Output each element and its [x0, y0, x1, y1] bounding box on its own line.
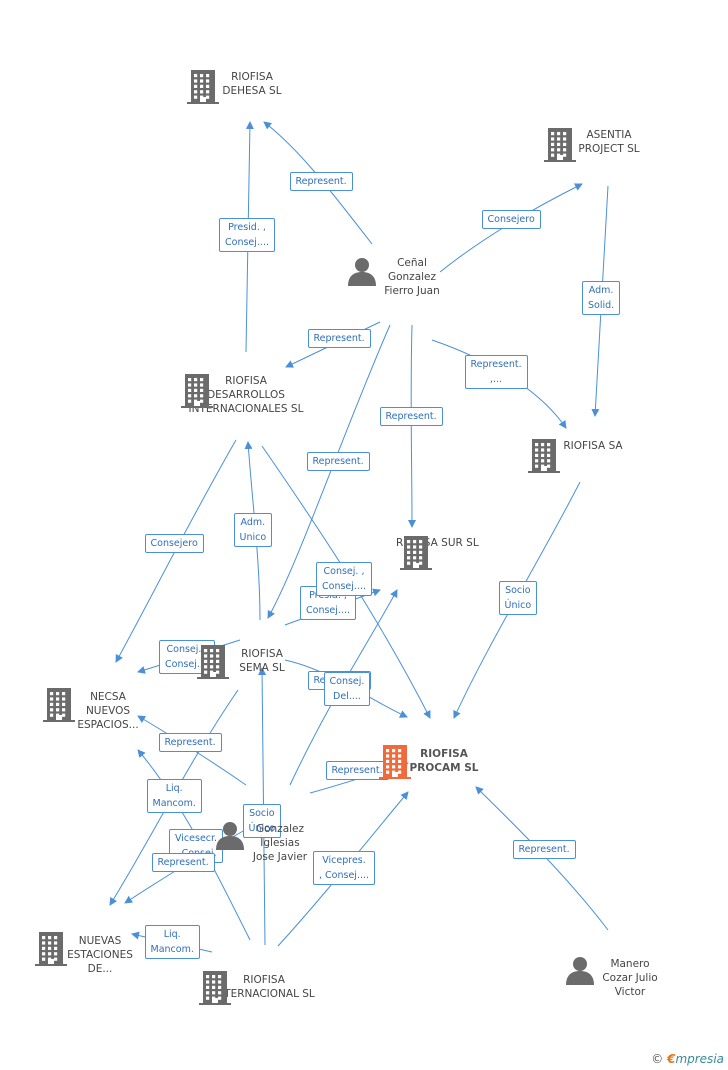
- edge-label[interactable]: Represent.: [289, 171, 353, 191]
- node-necsa[interactable]: NECSA NUEVOS ESPACIOS...: [43, 688, 173, 732]
- node-manero[interactable]: Manero Cozar Julio Victor: [565, 955, 695, 999]
- node-label[interactable]: Gonzalez Iglesias Jose Javier: [252, 823, 308, 863]
- edge-label[interactable]: Socio Único: [242, 804, 282, 838]
- node-label[interactable]: RIOFISA DEHESA SL: [222, 71, 282, 97]
- edge-label[interactable]: Consejero: [144, 533, 204, 553]
- edge-label[interactable]: Liq. Mancom.: [146, 779, 202, 813]
- edge-label[interactable]: Liq. Mancom.: [144, 925, 200, 959]
- edge-line: [475, 786, 609, 931]
- node-sur[interactable]: RIOFISA SUR SL: [396, 536, 479, 570]
- edge-label[interactable]: Adm. Unico: [233, 513, 273, 547]
- edge-label[interactable]: Represent.: [306, 451, 370, 471]
- node-nuevas[interactable]: NUEVAS ESTACIONES DE...: [35, 932, 165, 976]
- edge-label[interactable]: Vicepres. , Consej....: [313, 851, 376, 885]
- edge-label[interactable]: Adm. Solid.: [582, 281, 621, 315]
- node-label[interactable]: NUEVAS ESTACIONES DE...: [67, 935, 133, 975]
- brand-logo-text: mpresia: [675, 1052, 724, 1066]
- copyright-symbol: ©: [651, 1052, 664, 1066]
- edge-label[interactable]: Consej. Del....: [323, 672, 371, 706]
- edge-label[interactable]: Presid. , Consej....: [219, 218, 275, 252]
- edge-label[interactable]: Represent. ,...: [464, 355, 528, 389]
- node-label[interactable]: RIOFISA DESARROLLOS INTERNACIONALES SL: [188, 375, 304, 415]
- brand-watermark: © €mpresia: [651, 1052, 724, 1066]
- edge-label[interactable]: Represent.: [151, 852, 215, 872]
- edge-line: [115, 439, 237, 663]
- edge-line: [407, 324, 416, 528]
- brand-logo-letter: €: [667, 1052, 676, 1066]
- node-cenal[interactable]: Ceñal Gonzalez Fierro Juan: [347, 256, 477, 302]
- node-internacional[interactable]: RIOFISA INTERNACIONAL SL: [199, 971, 329, 1005]
- node-label[interactable]: RIOFISA SEMA SL: [239, 648, 285, 674]
- node-sema[interactable]: RIOFISA SEMA SL: [197, 645, 327, 679]
- node-gonzalez[interactable]: Gonzalez Iglesias Jose Javier: [215, 820, 345, 864]
- node-label[interactable]: RIOFISA INTERNACIONAL SL: [213, 974, 315, 1000]
- edge-label[interactable]: Represent.: [307, 328, 371, 348]
- edge-label[interactable]: Represent.: [379, 406, 443, 426]
- node-label[interactable]: RIOFISA SA: [563, 440, 623, 452]
- node-asentia[interactable]: ASENTIA PROJECT SL: [544, 128, 674, 162]
- node-label[interactable]: NECSA NUEVOS ESPACIOS...: [77, 691, 139, 731]
- edge-label[interactable]: Consej. , Consej....: [316, 562, 372, 596]
- node-procam[interactable]: RIOFISA PROCAM SL: [379, 745, 509, 779]
- node-label[interactable]: RIOFISA PROCAM SL: [409, 748, 479, 774]
- edge-label[interactable]: Socio Único: [498, 581, 538, 615]
- edge-label[interactable]: Represent.: [512, 839, 576, 859]
- node-desarrollos[interactable]: RIOFISA DESARROLLOS INTERNACIONALES SL: [181, 374, 311, 420]
- node-label[interactable]: Manero Cozar Julio Victor: [602, 958, 658, 998]
- node-label[interactable]: ASENTIA PROJECT SL: [578, 129, 640, 155]
- edge-label[interactable]: Consejero: [481, 209, 541, 229]
- node-label[interactable]: Ceñal Gonzalez Fierro Juan: [384, 257, 440, 297]
- edge-line: [267, 324, 391, 619]
- node-dehesa[interactable]: RIOFISA DEHESA SL: [187, 70, 317, 104]
- node-sa[interactable]: RIOFISA SA: [528, 439, 658, 473]
- edge-label[interactable]: Represent.: [158, 732, 222, 752]
